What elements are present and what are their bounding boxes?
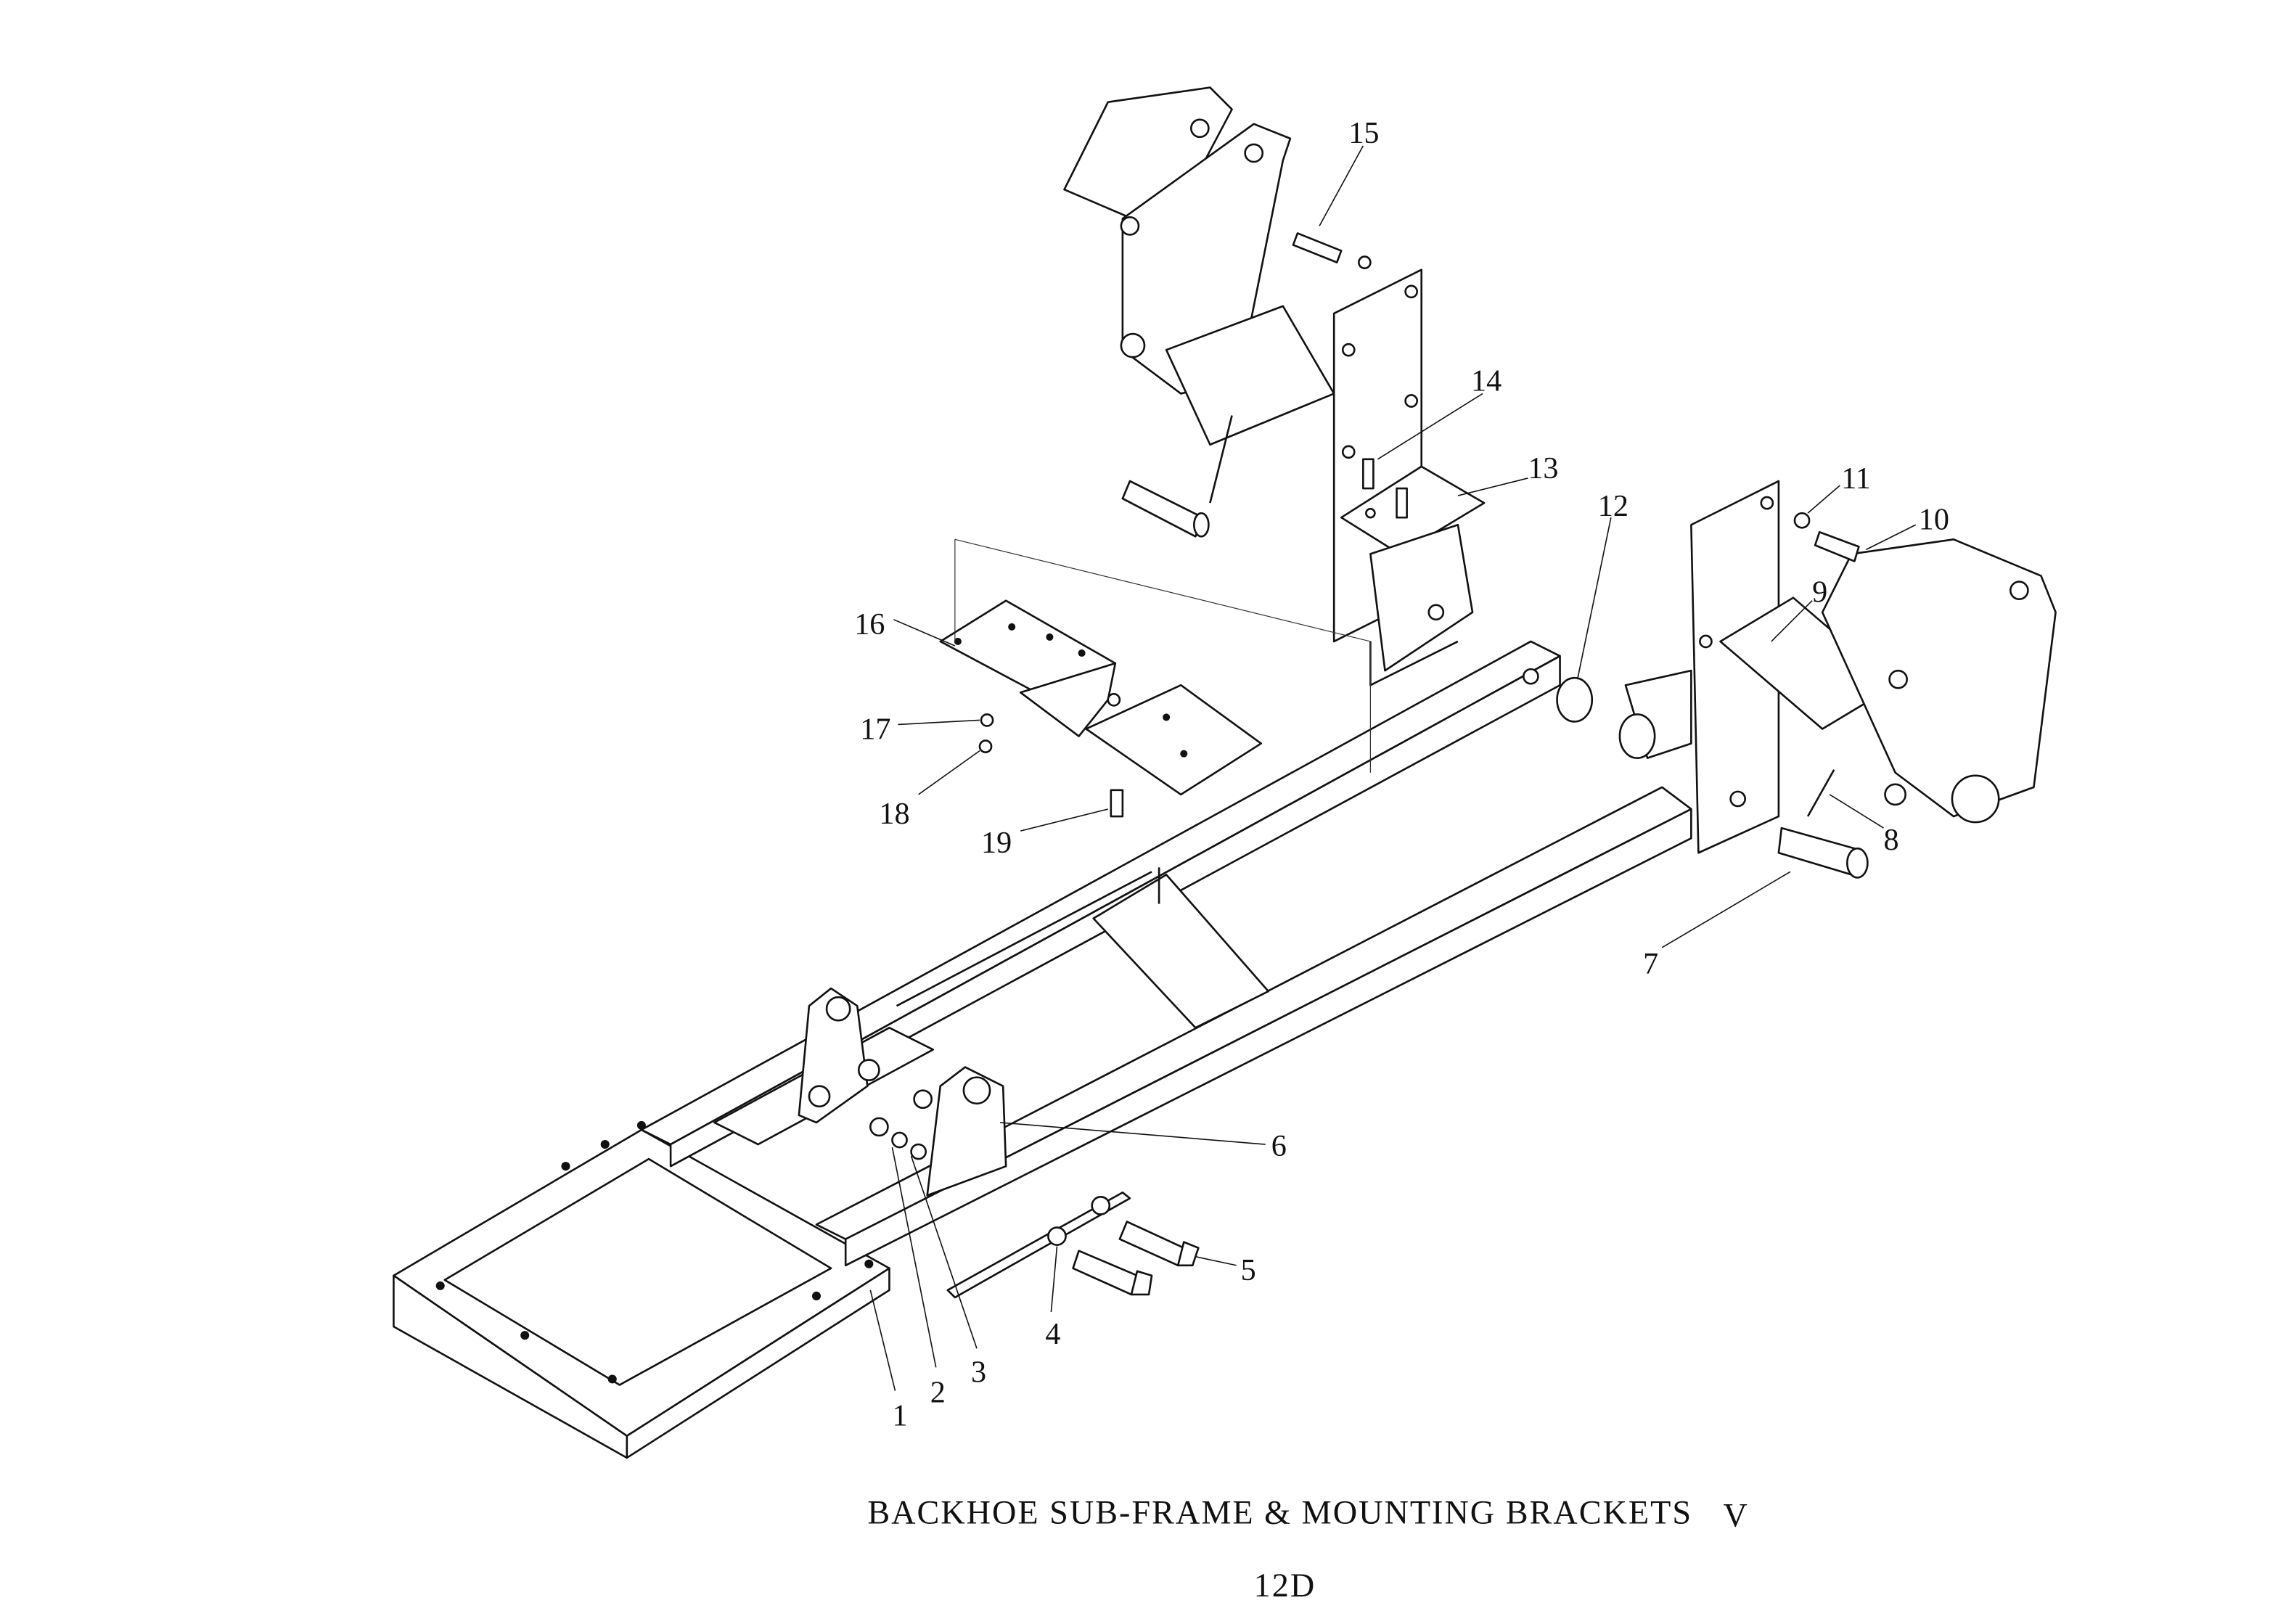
leader-lines — [869, 145, 1917, 1391]
callout-10: 10 — [1919, 502, 1949, 536]
callout-19: 19 — [981, 826, 1012, 860]
callout-5: 5 — [1241, 1253, 1256, 1287]
callout-4: 4 — [1045, 1317, 1060, 1351]
bolts-front — [1047, 1196, 1200, 1296]
callout-18: 18 — [879, 797, 909, 831]
callout-8: 8 — [1884, 823, 1899, 857]
callout-1: 1 — [892, 1399, 907, 1433]
callout-12: 12 — [1598, 489, 1629, 523]
callout-6: 6 — [1271, 1129, 1287, 1163]
right-mount-assembly — [1556, 480, 2057, 879]
callout-14: 14 — [1471, 364, 1502, 398]
diagram-title: BACKHOE SUB-FRAME & MOUNTING BRACKETS — [867, 1493, 1692, 1530]
callout-labels: 1 2 3 4 5 6 7 8 9 10 11 12 13 14 15 16 1… — [854, 116, 1949, 1433]
revision-letter: V — [1724, 1496, 1749, 1533]
sub-frame — [393, 640, 1751, 1459]
callout-11: 11 — [1841, 462, 1871, 496]
callout-16: 16 — [854, 607, 885, 641]
upper-mount-assembly — [1063, 86, 1486, 672]
callout-3: 3 — [971, 1355, 986, 1389]
bracket-16 — [939, 538, 1371, 818]
callout-15: 15 — [1348, 116, 1379, 150]
pivot-brackets — [798, 987, 1007, 1197]
page-code: 12D — [1254, 1567, 1316, 1604]
callout-17: 17 — [860, 713, 890, 747]
callout-13: 13 — [1528, 451, 1558, 485]
callout-9: 9 — [1812, 575, 1827, 610]
callout-2: 2 — [930, 1376, 946, 1410]
callout-7: 7 — [1643, 947, 1658, 981]
